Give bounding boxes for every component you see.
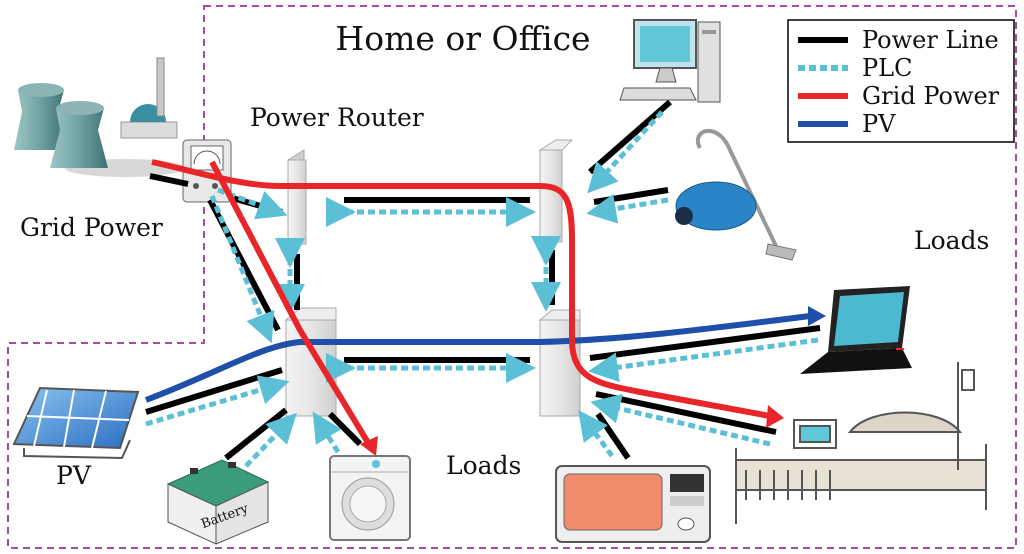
grid-flow-line-branch (209, 160, 373, 448)
pv-label: PV (56, 461, 92, 490)
power-router-label: Power Router (250, 103, 424, 132)
power-plant-icon (14, 57, 185, 177)
laptop-icon (800, 286, 912, 374)
desktop-computer-icon (619, 19, 721, 103)
diagram-title: Home or Office (335, 19, 590, 58)
plc-lines (145, 110, 819, 468)
hospital-bed-icon (735, 362, 987, 524)
power-router-top-left (287, 149, 307, 245)
legend-label-3: PV (862, 110, 896, 138)
grid-flow-line-main (151, 159, 771, 419)
loads-bottom-label: Loads (446, 451, 521, 480)
legend-label-2: Grid Power (862, 82, 1000, 110)
home-office-boundary (7, 5, 1017, 549)
legend-label-0: Power Line (862, 26, 999, 54)
power-meter-icon (182, 139, 232, 203)
battery-icon (166, 459, 270, 545)
grid-power-label: Grid Power (20, 213, 163, 242)
legend-label-1: PLC (862, 54, 912, 82)
pv-flow-line (144, 313, 811, 403)
microwave-icon (555, 465, 711, 543)
solar-panel-icon (12, 386, 140, 460)
washing-machine-icon (329, 455, 411, 541)
power-router-bottom-left (284, 307, 337, 417)
loads-right-label: Loads (914, 226, 989, 255)
vacuum-cleaner-icon (675, 129, 797, 261)
